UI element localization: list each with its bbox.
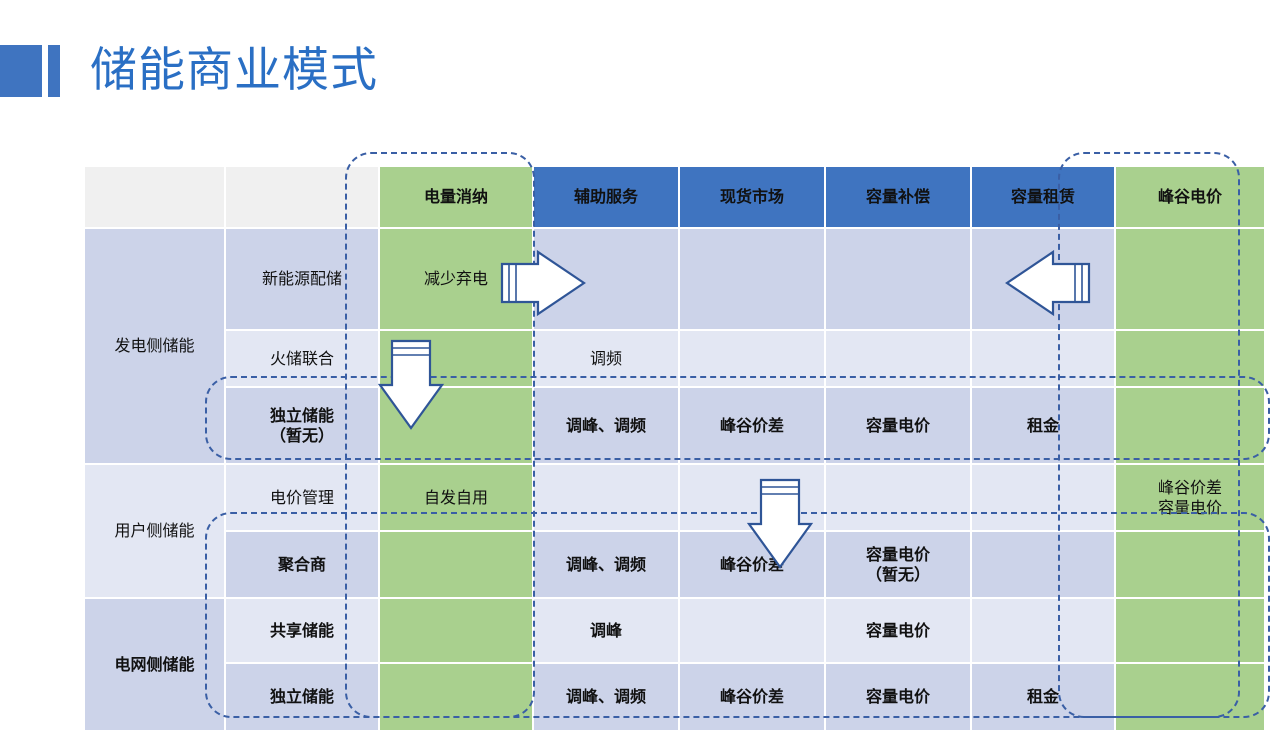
header-type-cell <box>226 167 378 227</box>
header-col-ancillary-service: 辅助服务 <box>534 167 678 227</box>
cell-r3-c2 <box>680 465 824 530</box>
cell-r0-c4 <box>972 229 1114 329</box>
cell-r5-c5 <box>1116 599 1264 662</box>
cell-r5-c2 <box>680 599 824 662</box>
cell-r1-c2 <box>680 331 824 386</box>
cell-r4-c1: 调峰、调频 <box>534 532 678 597</box>
table-row: 火储联合 调频 <box>85 331 1264 386</box>
cell-r0-c0: 减少弃电 <box>380 229 532 329</box>
table-row: 用户侧储能 电价管理 自发自用 峰谷价差容量电价 <box>85 465 1264 597</box>
cell-r1-c4 <box>972 331 1114 386</box>
cell-r6-c2: 峰谷价差 <box>680 664 824 730</box>
cell-r4-c2: 峰谷价差 <box>680 532 824 597</box>
header-col-peak-valley-price: 峰谷电价 <box>1116 167 1264 227</box>
cell-r2-c1: 调峰、调频 <box>534 388 678 463</box>
cell-r6-c3: 容量电价 <box>826 664 970 730</box>
cell-r3-c0: 自发自用 <box>380 465 532 530</box>
header-col-spot-market: 现货市场 <box>680 167 824 227</box>
cell-r1-c0 <box>380 331 532 386</box>
title-bar: 储能商业模式 <box>0 43 1280 105</box>
row-type-new-energy-storage: 新能源配储 <box>226 229 378 329</box>
cell-r0-c5 <box>1116 229 1264 329</box>
cell-r5-c4 <box>972 599 1114 662</box>
row-type-thermal-storage-combined: 火储联合 <box>226 331 378 386</box>
group-label-generation-side: 发电侧储能 <box>85 229 224 463</box>
title-accent-bar-large <box>0 45 42 97</box>
group-label-grid-side: 电网侧储能 <box>85 599 224 730</box>
header-col-capacity-compensation: 容量补偿 <box>826 167 970 227</box>
row-type-shared-storage: 共享储能 <box>226 599 378 662</box>
table-row: 独立储能（暂无） 调峰、调频 峰谷价差 容量电价 租金 <box>85 388 1264 463</box>
table-row: 独立储能 调峰、调频 峰谷价差 容量电价 租金 <box>85 664 1264 730</box>
cell-r2-c4: 租金 <box>972 388 1114 463</box>
page-title: 储能商业模式 <box>90 43 378 98</box>
header-col-capacity-lease: 容量租赁 <box>972 167 1114 227</box>
row-type-aggregator: 聚合商 <box>226 532 378 597</box>
cell-r4-c5 <box>1116 532 1264 597</box>
cell-r2-c0 <box>380 388 532 463</box>
cell-r1-c3 <box>826 331 970 386</box>
cell-r5-c1: 调峰 <box>534 599 678 662</box>
matrix-table: 电量消纳 辅助服务 现货市场 容量补偿 容量租赁 峰谷电价 发电侧储能 新能源配… <box>83 165 1266 732</box>
header-col-electricity-consumption: 电量消纳 <box>380 167 532 227</box>
table-row: 聚合商 调峰、调频 峰谷价差 容量电价（暂无） <box>85 532 1264 597</box>
row-type-independent-storage-pending: 独立储能（暂无） <box>226 388 378 463</box>
row-type-price-management: 电价管理 <box>226 465 378 530</box>
cell-r3-c4 <box>972 465 1114 530</box>
table-header-row: 电量消纳 辅助服务 现货市场 容量补偿 容量租赁 峰谷电价 <box>85 167 1264 227</box>
table-row: 电网侧储能 共享储能 调峰 容量电价 <box>85 599 1264 730</box>
cell-r6-c4: 租金 <box>972 664 1114 730</box>
cell-r6-c0 <box>380 664 532 730</box>
cell-r5-c0 <box>380 599 532 662</box>
cell-r0-c2 <box>680 229 824 329</box>
cell-r3-c5: 峰谷价差容量电价 <box>1116 465 1264 530</box>
cell-r2-c2: 峰谷价差 <box>680 388 824 463</box>
title-accent-bar-small <box>48 45 60 97</box>
table-row: 发电侧储能 新能源配储 减少弃电 <box>85 229 1264 463</box>
cell-r1-c1: 调频 <box>534 331 678 386</box>
cell-r5-c3: 容量电价 <box>826 599 970 662</box>
cell-r4-c3: 容量电价（暂无） <box>826 532 970 597</box>
group-label-user-side: 用户侧储能 <box>85 465 224 597</box>
cell-r1-c5 <box>1116 331 1264 386</box>
cell-r3-c3 <box>826 465 970 530</box>
cell-r4-c0 <box>380 532 532 597</box>
cell-r6-c1: 调峰、调频 <box>534 664 678 730</box>
cell-r2-c3: 容量电价 <box>826 388 970 463</box>
cell-r6-c5 <box>1116 664 1264 730</box>
cell-r3-c1 <box>534 465 678 530</box>
cell-r2-c5 <box>1116 388 1264 463</box>
row-type-independent-storage: 独立储能 <box>226 664 378 730</box>
cell-r0-c1 <box>534 229 678 329</box>
cell-r4-c4 <box>972 532 1114 597</box>
business-model-matrix: 电量消纳 辅助服务 现货市场 容量补偿 容量租赁 峰谷电价 发电侧储能 新能源配… <box>83 165 1264 730</box>
cell-r0-c3 <box>826 229 970 329</box>
header-group-cell <box>85 167 224 227</box>
